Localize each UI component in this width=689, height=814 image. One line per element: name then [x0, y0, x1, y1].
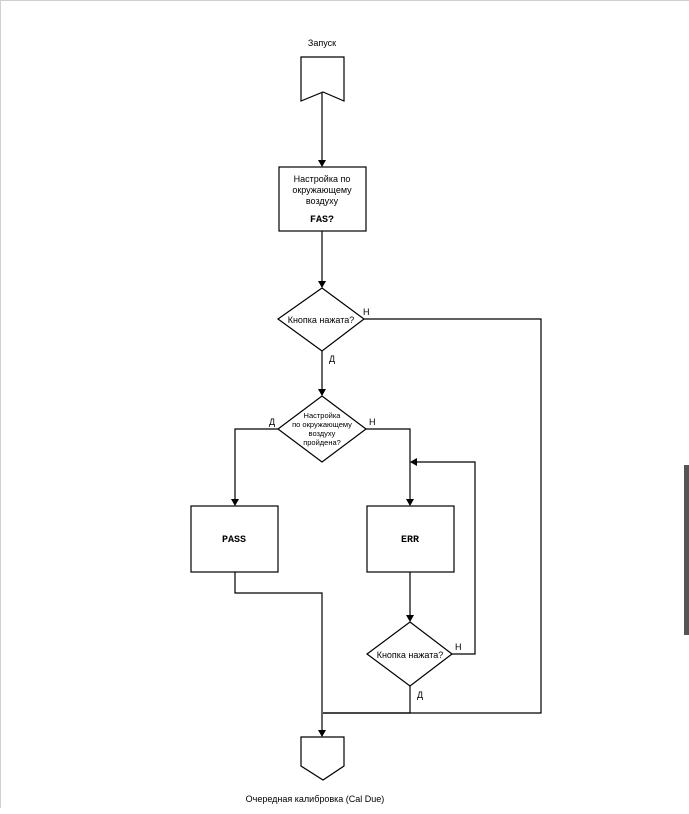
connector-decision1-no [323, 318, 542, 714]
err-label: ERR [401, 535, 419, 546]
pass-label: PASS [222, 535, 246, 546]
passed-yes: Д [269, 417, 275, 427]
passed-line-1: Настройка [304, 411, 342, 420]
passed-no: Н [369, 417, 376, 427]
setup-line-3: воздуху [306, 196, 339, 206]
decision-1-no: Н [363, 307, 370, 317]
passed-line-2: по окружающему [292, 420, 352, 429]
scrollbar-thumb[interactable] [684, 465, 689, 635]
decision-setup-passed [277, 395, 367, 463]
connector-passed-no [366, 428, 414, 506]
decision-2-no: Н [455, 642, 462, 652]
decision-2-label: Кнопка нажата? [377, 650, 444, 660]
setup-line-2: окружающему [292, 185, 352, 195]
decision-2-yes: Д [417, 690, 423, 700]
setup-code: FAS? [310, 215, 334, 226]
setup-line-1: Настройка по [294, 174, 351, 184]
decision-1-label: Кнопка нажата? [288, 315, 355, 325]
passed-line-4: пройдена? [303, 438, 341, 447]
connector-passed-yes [231, 428, 278, 506]
connector-decision3-yes [323, 686, 411, 714]
end-label: Очередная калибровка (Cal Due) [246, 794, 385, 804]
connector-decision3-no [410, 458, 476, 655]
passed-line-3: воздуху [309, 429, 336, 438]
decision-1-yes: Д [329, 354, 335, 364]
start-shape [300, 56, 345, 102]
end-shape [300, 736, 345, 781]
start-label: Запуск [308, 38, 336, 48]
connector-pass-end [234, 572, 326, 737]
